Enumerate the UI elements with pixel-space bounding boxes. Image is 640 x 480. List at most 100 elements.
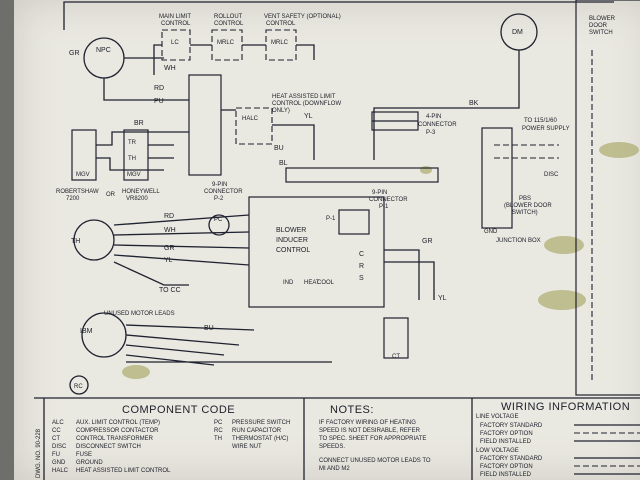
terminal-s: S — [359, 275, 364, 282]
component-description: AUX. LIMIT CONTROL (TEMP) — [76, 420, 160, 426]
motor-leads — [125, 324, 332, 366]
halc-switch-box — [235, 107, 273, 145]
p2-label-1: 9-PIN — [212, 182, 227, 188]
dm-label: DM — [512, 29, 523, 36]
lv-field-installed: FIELD INSTALLED — [480, 439, 532, 445]
gnd-label: GND — [484, 229, 498, 235]
vent-safety-label-2: CONTROL — [266, 21, 296, 27]
wire-label-bk: BK — [469, 100, 479, 107]
terminal-r: R — [359, 263, 364, 270]
component-code: RC — [214, 428, 223, 434]
component-code: HALC — [52, 468, 69, 474]
p2-label-2: CONNECTOR — [204, 189, 243, 195]
p3-label-3: P-3 — [426, 130, 436, 136]
note-2-line: CONNECT UNUSED MOTOR LEADS TO — [319, 458, 431, 464]
wiring-legend-samples-dashed — [574, 432, 640, 467]
ladder-diagram — [575, 0, 640, 396]
gr-wire-top — [63, 1, 614, 30]
or-label: OR — [106, 192, 116, 198]
component-description: FUSE — [76, 452, 92, 458]
lv-factory-standard: FACTORY STANDARD — [480, 423, 543, 429]
ibm-label: IBM — [80, 328, 93, 335]
th-terminal: TH — [128, 156, 136, 162]
component-code: TH — [214, 436, 222, 442]
unused-leads-label: UNUSED MOTOR LEADS — [104, 311, 175, 317]
ibm-motor — [81, 312, 127, 358]
cool-label: COOL — [317, 280, 335, 286]
honeywell-label-1: HONEYWELL — [122, 189, 160, 195]
wire-label-gr3: GR — [422, 238, 433, 245]
cap-wires — [384, 249, 435, 300]
th-label: TH — [71, 238, 80, 245]
wire-label-rd: RD — [154, 85, 164, 92]
wire-label-wh: WH — [164, 65, 176, 72]
main-limit-label-2: CONTROL — [161, 21, 191, 27]
p1-label-2: CONNECTOR — [369, 197, 408, 203]
component-code-title: COMPONENT CODE — [122, 404, 235, 416]
lv-factory-option: FACTORY OPTION — [480, 431, 533, 437]
thermostat-wires — [113, 214, 250, 286]
to-cc-label: TO CC — [159, 287, 181, 294]
stain — [544, 236, 584, 254]
ct-label: CT — [392, 354, 400, 360]
main-limit-label: MAIN LIMIT — [159, 14, 191, 20]
pbs-label-3: SWITCH) — [512, 210, 538, 216]
p1-plug — [338, 209, 370, 235]
drawing-number: DWG. NO. 90-228 — [36, 428, 42, 478]
blower-inducer-control — [248, 196, 385, 308]
notes-title: NOTES: — [330, 404, 374, 416]
halc-label-1: HEAT ASSISTED LIMIT — [272, 94, 336, 100]
ladder-title-2: DOOR — [589, 23, 608, 29]
component-description: WIRE NUT — [232, 444, 262, 450]
low-field-installed: FIELD INSTALLED — [480, 472, 532, 478]
component-code: CT — [52, 436, 60, 442]
component-description: HEAT ASSISTED LIMIT CONTROL — [76, 468, 171, 474]
wire-label-yl: YL — [304, 113, 313, 120]
note-1-line: SPEEDS. — [319, 444, 345, 450]
rc-label: RC — [74, 384, 83, 390]
p3-label-2: CONNECTOR — [418, 122, 457, 128]
component-code: DISC — [52, 444, 67, 450]
mrlc-label-1: MRLC — [217, 40, 235, 46]
wire-label-br: BR — [134, 120, 144, 127]
component-code: PC — [214, 420, 223, 426]
component-code: ALC — [52, 420, 64, 426]
dm-wire — [373, 50, 520, 160]
blower-label-2: INDUCER — [276, 237, 308, 244]
pc-label: PC — [214, 217, 223, 223]
mgv-label-2: MGV — [127, 172, 141, 178]
wire-label-wh2: WH — [164, 227, 176, 234]
limit-feed-wire — [153, 44, 162, 75]
component-code: FU — [52, 452, 60, 458]
ladder-title-3: SWITCH — [589, 30, 613, 36]
halc-label: HALC — [242, 116, 259, 122]
component-description: COMPRESSOR CONTACTOR — [76, 428, 159, 434]
terminal-c: C — [359, 251, 364, 258]
ladder-title-1: BLOWER — [589, 16, 616, 22]
valve-wires — [96, 131, 189, 171]
supply-wires — [494, 144, 559, 159]
power-label-1: TO 115/1/60 — [524, 118, 557, 124]
low-factory-option: FACTORY OPTION — [480, 464, 533, 470]
low-factory-standard: FACTORY STANDARD — [480, 456, 543, 462]
low-voltage-label: LOW VOLTAGE — [476, 448, 519, 454]
power-label-2: POWER SUPPLY — [522, 126, 570, 132]
npc-motor — [83, 37, 125, 79]
wire-label-rd2: RD — [164, 213, 174, 220]
wire-label-yl2: YL — [164, 257, 173, 264]
stain — [538, 290, 586, 310]
wiring-info-title: WIRING INFORMATION — [501, 401, 630, 413]
component-description: GROUND — [76, 460, 103, 466]
ct-transformer — [383, 317, 409, 359]
honeywell-label-2: VR8200 — [126, 196, 148, 202]
halc-label-3: ONLY) — [272, 108, 290, 114]
mrlc-label-2: MRLC — [271, 40, 289, 46]
pbs-label-2: (BLOWER DOOR — [504, 203, 552, 209]
stain — [599, 142, 639, 158]
blower-label-3: CONTROL — [276, 247, 310, 254]
rollout-label: ROLLOUT — [214, 14, 243, 20]
p3-label-1: 4-PIN — [426, 114, 441, 120]
